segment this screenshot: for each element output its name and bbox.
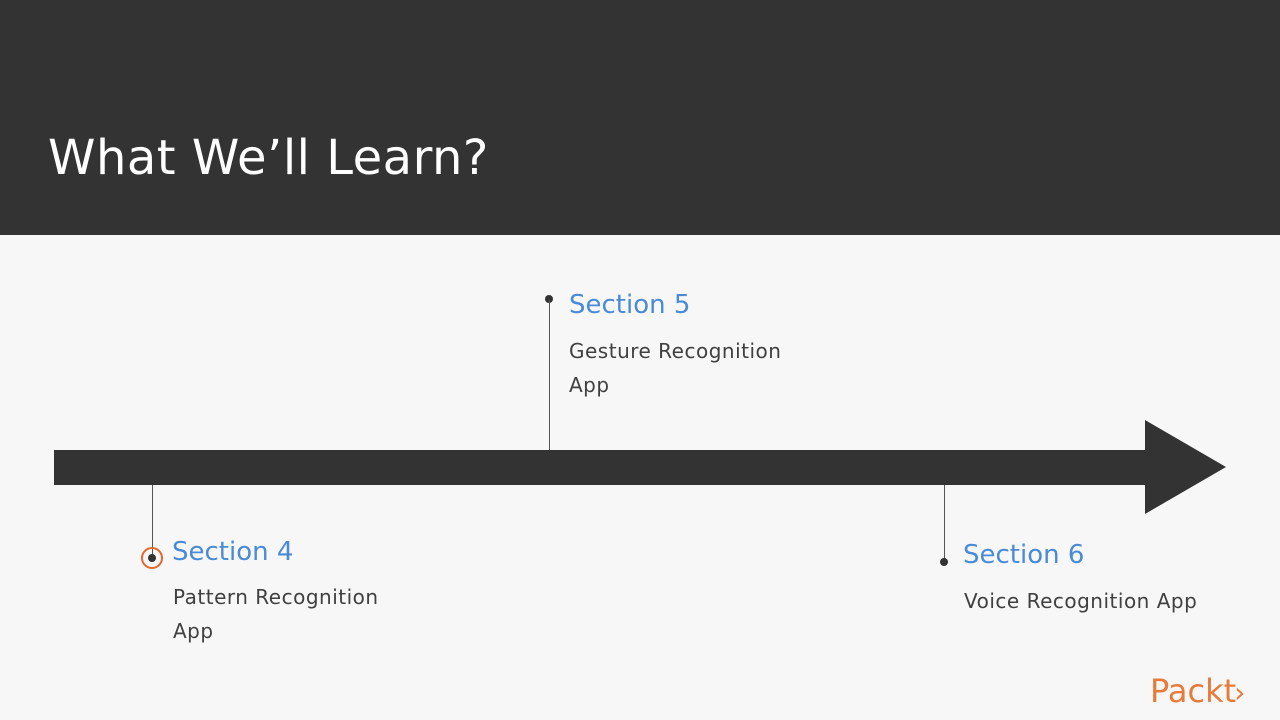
section-5-connector — [549, 300, 550, 450]
header-bar: What We’ll Learn? — [0, 0, 1280, 235]
timeline-arrow-shaft — [54, 450, 1147, 485]
section-6-description: Voice Recognition App — [964, 584, 1197, 618]
section-6-description-line-1: Voice Recognition App — [964, 589, 1198, 613]
packt-logo-chevron-icon: › — [1234, 676, 1246, 709]
packt-logo: Packt› — [1150, 671, 1245, 713]
section-4-description-line-1: Pattern Recognition — [173, 585, 379, 609]
section-6-title: Section 6 — [963, 540, 1085, 570]
slide-title: What We’ll Learn? — [48, 130, 489, 186]
section-6-marker-dot — [940, 558, 948, 566]
section-5-title: Section 5 — [569, 290, 691, 320]
section-4-description-line-2: App — [173, 619, 214, 643]
section-6-connector — [944, 485, 945, 561]
timeline-arrowhead — [1145, 420, 1226, 514]
section-4-description: Pattern Recognition App — [173, 580, 379, 648]
section-5-description-line-2: App — [569, 373, 610, 397]
section-5-marker-dot — [545, 295, 553, 303]
section-4-highlight-ring — [141, 547, 163, 569]
packt-logo-text: Packt — [1150, 672, 1237, 710]
section-5-description-line-1: Gesture Recognition — [569, 339, 782, 363]
section-5-description: Gesture Recognition App — [569, 334, 781, 402]
section-4-marker-dot — [148, 554, 156, 562]
section-4-title: Section 4 — [172, 537, 294, 567]
section-4-connector — [152, 485, 153, 555]
